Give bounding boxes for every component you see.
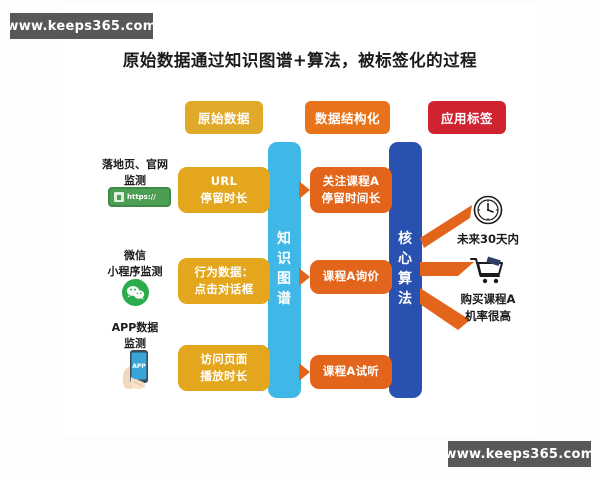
output-purchase-line2: 机率很高 [465,308,511,323]
structured-box-focus-course-line1: 关注课程A [322,173,380,188]
watermark-bottom: www.keeps365.com [444,441,594,467]
source-label-app-line2: 监测 [124,336,146,350]
output-timeframe-line1: 未来30天内 [456,232,519,246]
output-timeframe-text: 未来30天内 [432,231,544,248]
arrow-notch-structured-2 [299,363,310,381]
svg-text:APP: APP [132,363,146,370]
arrow-notch-structured-1 [299,268,310,286]
lock-icon [114,192,124,202]
source-label-wechat-line1: 微信 [124,249,146,262]
algo-char-2: 算 [398,271,413,287]
algo-char-3: 法 [398,290,413,307]
https-badge-text: https:// [127,193,156,201]
kg-char-0: 知 [277,231,292,248]
structured-box-focus-course: 关注课程A 停留时间长 [310,167,392,213]
structured-box-trial-listen: 课程A试听 [310,355,392,389]
raw-data-box-visit-line1: 访问页面 [200,351,248,366]
structured-box-trial-listen-line1: 课程A试听 [322,364,380,379]
source-label-app: APP数据 监测 [80,320,190,352]
raw-data-box-behavior: 行为数据： 点击对话框 [178,258,270,304]
arrow-notch-structured-0 [299,181,310,199]
https-badge-icon: https:// [108,187,171,207]
kg-char-1: 识 [277,251,292,268]
source-label-wechat-line2: 小程序监测 [107,264,163,278]
watermark-top: www.keeps365.com [6,13,156,39]
raw-data-box-behavior-line2: 点击对话框 [194,282,254,296]
source-label-wechat: 微信 小程序监测 [80,248,190,280]
raw-data-box-url-line2: 停留时长 [200,191,248,205]
clock-icon [432,192,544,228]
source-label-app-line1: APP数据 [111,321,159,334]
kg-char-3: 谱 [277,290,292,307]
algo-char-0: 核 [398,231,413,248]
stage-label-applied-tags: 应用标签 [428,101,506,134]
knowledge-graph-column: 知 识 图 谱 [268,142,301,398]
stage-label-raw-data: 原始数据 [185,101,263,134]
structured-box-price-inquiry-line1: 课程A询价 [322,269,380,284]
structured-box-price-inquiry: 课程A询价 [310,260,392,294]
app-phone-icon: APP [119,346,155,396]
structured-box-focus-course-line2: 停留时间长 [321,191,381,205]
wechat-icon [122,279,149,306]
raw-data-box-url: URL 停留时长 [178,167,270,213]
output-purchase-likelihood-text: 购买课程A 机率很高 [432,291,544,324]
source-label-landing-page-line1: 落地页、官网 [102,158,168,171]
raw-data-box-visit: 访问页面 播放时长 [178,345,270,391]
source-label-landing-page-line2: 监测 [124,173,146,187]
raw-data-box-behavior-line1: 行为数据： [194,264,254,279]
stage-label-structured-data: 数据结构化 [305,101,390,134]
shopping-cart-icon [432,252,544,288]
kg-char-2: 图 [277,271,292,287]
output-timeframe: 未来30天内 [432,192,544,248]
raw-data-box-visit-line2: 播放时长 [200,369,248,383]
output-purchase-line1: 购买课程A [460,292,516,306]
algo-char-1: 心 [398,251,413,268]
page-title: 原始数据通过知识图谱+算法，被标签化的过程 [122,51,478,70]
raw-data-box-url-line1: URL [210,173,238,188]
source-label-landing-page: 落地页、官网 监测 [80,157,190,189]
output-purchase-likelihood: 购买课程A 机率很高 [432,252,544,324]
core-algorithm-column: 核 心 算 法 [389,142,422,398]
